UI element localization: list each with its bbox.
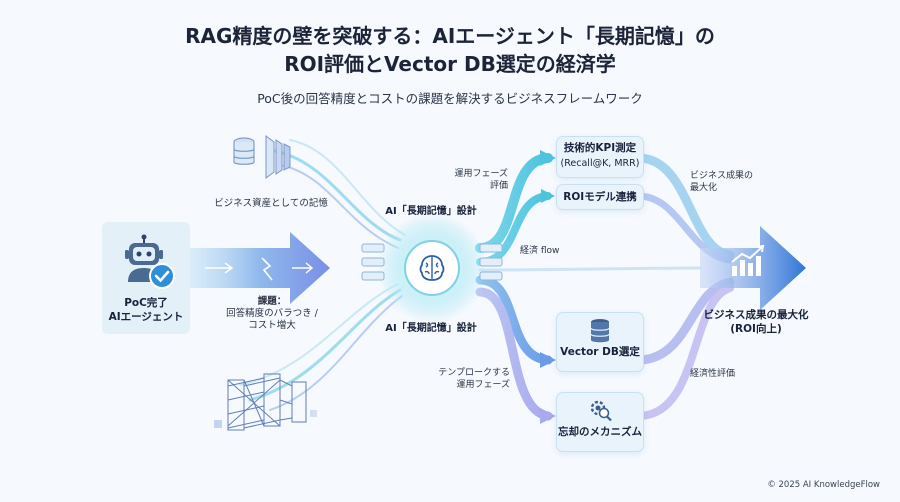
templock-line-1: テンプロークする (438, 368, 510, 378)
result-line-2: (ROI向上) (730, 323, 782, 335)
brain-connectors (361, 243, 503, 281)
copyright: © 2025 AI KnowledgeFlow (767, 480, 880, 490)
database-filter-icon (233, 135, 291, 179)
branch-arrows (475, 150, 702, 424)
asset-label: ビジネス資産としての記憶 (214, 198, 328, 209)
ops-eval-line-1: 運用フェーズ (454, 169, 508, 179)
design-label-bottom: AI「長期記憶」設計 (385, 323, 477, 334)
check-icon (149, 263, 175, 289)
economic-flow-label: 経済 flow (520, 246, 560, 256)
issue-line-3: コスト増大 (248, 320, 296, 331)
subtitle: PoC後の回答精度とコストの課題を解決するビジネスフレームワーク (257, 91, 643, 106)
robot-icon (125, 234, 163, 282)
title-line-2: ROI評価とVector DB選定の経済学 (284, 52, 616, 76)
result-label: ビジネス成果の最大化 (ROI向上) (686, 308, 826, 336)
kpi-title: 技術的KPI測定 (563, 142, 637, 154)
roi-model-node: ROIモデル連携 (556, 184, 644, 210)
gear-search-icon (590, 400, 612, 422)
cube-tower-icon (214, 373, 317, 431)
kpi-node: 技術的KPI測定 (Recall@K, MRR) (556, 136, 644, 178)
maximize-line-1: ビジネス成果の (690, 171, 754, 181)
issue-title: 課題： (257, 296, 287, 307)
issue-label: 課題： 回答精度のバラつき / コスト増大 (212, 296, 332, 332)
econ-eval-label: 経済性評価 (690, 369, 736, 379)
agent-label-line-2: AIエージェント (108, 311, 184, 323)
templock-line-2: 運用フェーズ (456, 380, 510, 390)
templock-label: テンプロークする 運用フェーズ (430, 367, 510, 391)
vector-db-label: Vector DB選定 (560, 346, 640, 358)
ops-eval-line-2: 評価 (489, 181, 508, 191)
brain-icon (419, 255, 445, 281)
maximize-line-2: 最大化 (690, 183, 718, 193)
forgetting-label: 忘却のメカニズム (558, 426, 642, 438)
vector-db-node: Vector DB選定 (556, 312, 644, 372)
issue-line-2: 回答精度のバラつき / (226, 308, 318, 319)
database-icon (590, 319, 610, 343)
maximize-label: ビジネス成果の 最大化 (690, 170, 760, 194)
design-label-top: AI「長期記憶」設計 (385, 206, 477, 217)
title-line-1: RAG精度の壁を突破する：AIエージェント「長期記憶」の (185, 24, 715, 48)
agent-label-line-1: PoC完了 (124, 297, 168, 309)
ops-eval-label: 運用フェーズ 評価 (444, 168, 508, 192)
forgetting-node: 忘却のメカニズム (556, 392, 644, 452)
kpi-metrics: (Recall@K, MRR) (560, 158, 640, 169)
page-title: RAG精度の壁を突破する：AIエージェント「長期記憶」の ROI評価とVecto… (0, 22, 900, 78)
chart-icon (731, 244, 765, 276)
result-line-1: ビジネス成果の最大化 (703, 309, 809, 321)
input-arrow (190, 232, 330, 304)
agent-label: PoC完了 AIエージェント (102, 296, 190, 324)
